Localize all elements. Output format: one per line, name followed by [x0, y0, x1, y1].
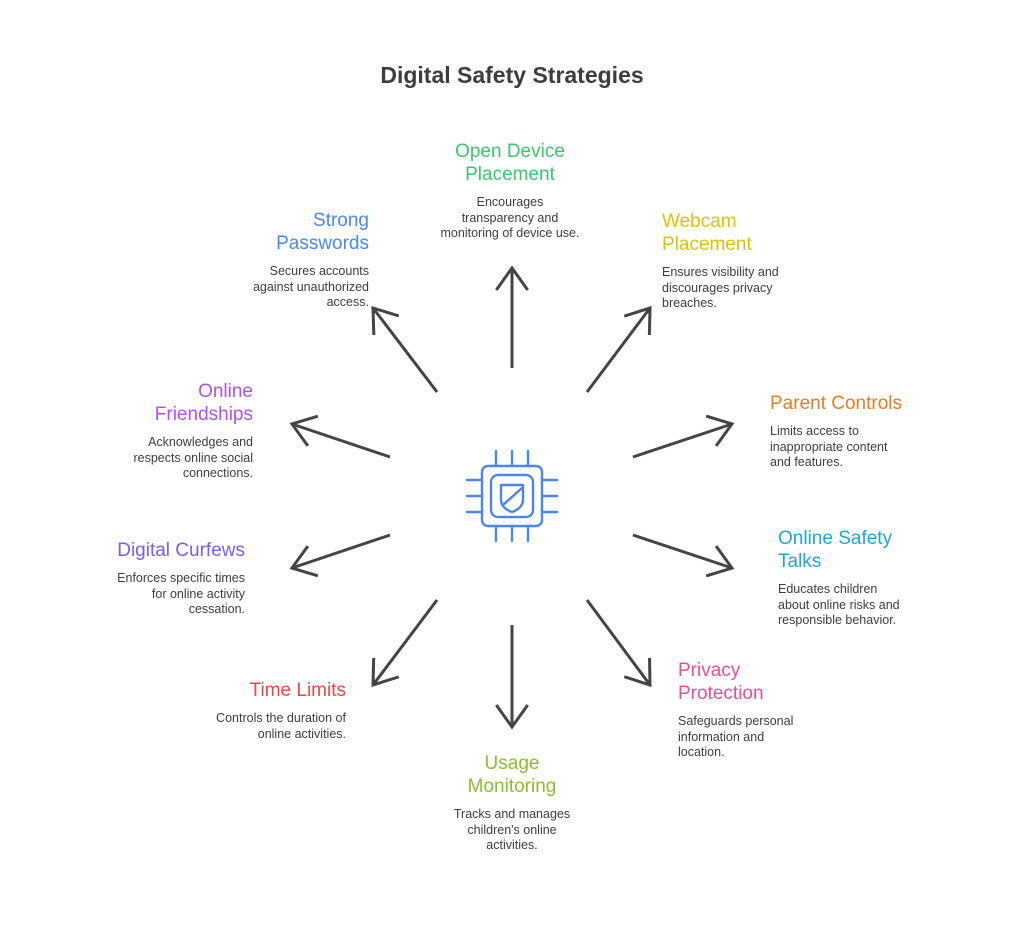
item-privacy-protection: Privacy Protection Safeguards personal i…	[678, 659, 878, 761]
arrow-10	[371, 305, 439, 393]
arrow-9	[289, 414, 391, 459]
item-desc: Enforces specific times for online activ…	[117, 571, 245, 616]
item-desc: Acknowledges and respects online social …	[133, 435, 253, 480]
item-title: Time Limits	[249, 680, 346, 701]
item-title: Webcam Placement	[662, 211, 752, 255]
diagram-title: Digital Safety Strategies	[380, 62, 644, 88]
arrow-6	[495, 625, 529, 730]
item-desc: Encourages transparency and monitoring o…	[440, 195, 580, 240]
item-online-friendships: Online Friendships Acknowledges and resp…	[53, 380, 253, 482]
item-title: Online Friendships	[154, 381, 253, 425]
item-desc: Educates children about online risks and…	[778, 582, 900, 627]
item-desc: Tracks and manages children's online act…	[453, 807, 571, 852]
item-desc: Controls the duration of online activiti…	[216, 711, 346, 741]
item-digital-curfews: Digital Curfews Enforces specific times …	[45, 539, 245, 618]
item-desc: Limits access to inappropriate content a…	[770, 424, 888, 469]
item-title: Strong Passwords	[276, 210, 369, 254]
item-parent-controls: Parent Controls Limits access to inappro…	[770, 392, 970, 471]
item-desc: Safeguards personal information and loca…	[678, 714, 794, 759]
item-title: Usage Monitoring	[467, 753, 557, 797]
item-title: Open Device Placement	[455, 141, 565, 185]
item-title: Digital Curfews	[117, 540, 245, 561]
arrow-2	[585, 305, 652, 393]
chip-shield-icon	[465, 449, 559, 543]
item-open-device-placement: Open Device Placement Encourages transpa…	[410, 140, 610, 242]
arrow-4	[632, 533, 735, 578]
item-desc: Ensures visibility and discourages priva…	[662, 265, 779, 310]
arrow-5	[585, 599, 652, 688]
item-title: Online Safety Talks	[778, 528, 893, 572]
item-time-limits: Time Limits Controls the duration of onl…	[146, 679, 346, 742]
arrow-8	[289, 533, 391, 578]
item-desc: Secures accounts against unauthorized ac…	[252, 264, 369, 309]
item-strong-passwords: Strong Passwords Secures accounts agains…	[169, 209, 369, 311]
item-webcam-placement: Webcam Placement Ensures visibility and …	[662, 210, 862, 312]
arrow-3	[632, 414, 735, 459]
arrow-1	[495, 265, 529, 368]
item-online-safety-talks: Online Safety Talks Educates children ab…	[778, 527, 978, 629]
arrow-7	[371, 599, 439, 688]
item-title: Parent Controls	[770, 393, 903, 414]
item-title: Privacy Protection	[678, 660, 764, 704]
item-usage-monitoring: Usage Monitoring Tracks and manages chil…	[412, 752, 612, 854]
